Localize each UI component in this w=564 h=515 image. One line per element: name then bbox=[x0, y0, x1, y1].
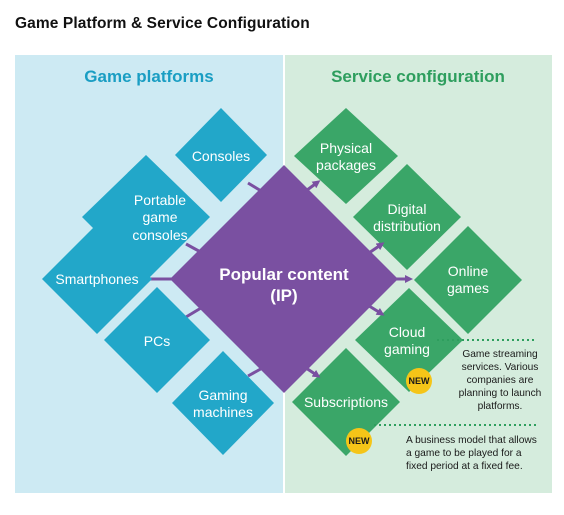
digital-label-2: distribution bbox=[373, 218, 441, 234]
subscriptions-new-badge-text: NEW bbox=[349, 436, 371, 446]
online-label-1: Online bbox=[448, 263, 489, 279]
digital-label-1: Digital bbox=[388, 201, 427, 217]
platform-diamonds bbox=[42, 108, 274, 455]
smartphones-label: Smartphones bbox=[55, 271, 138, 287]
portable-label-1: Portable bbox=[134, 192, 186, 208]
cloud-note: Game streaming services. Various compani… bbox=[459, 349, 542, 412]
physical-label-2: packages bbox=[316, 157, 376, 173]
smartphones-diamond[interactable] bbox=[42, 224, 152, 334]
center-label-line1: Popular content bbox=[219, 265, 349, 284]
svg-text:platforms.: platforms. bbox=[478, 401, 523, 412]
cloud-label-1: Cloud bbox=[389, 324, 426, 340]
svg-text:A business model that allows: A business model that allows bbox=[406, 435, 537, 446]
platforms-heading: Game platforms bbox=[84, 67, 213, 86]
svg-text:planning to launch: planning to launch bbox=[459, 388, 542, 399]
pcs-diamond[interactable] bbox=[104, 287, 210, 393]
consoles-diamond[interactable] bbox=[175, 108, 267, 202]
svg-text:a game to be played for a: a game to be played for a bbox=[406, 448, 522, 459]
gaming-machines-label-1: Gaming bbox=[198, 387, 247, 403]
online-label-2: games bbox=[447, 280, 489, 296]
portable-label-3: consoles bbox=[132, 227, 187, 243]
physical-label-1: Physical bbox=[320, 140, 372, 156]
cloud-new-badge-text: NEW bbox=[409, 376, 431, 386]
popular-content-diamond[interactable] bbox=[170, 165, 398, 393]
page-title: Game Platform & Service Configuration bbox=[15, 15, 310, 32]
consoles-label: Consoles bbox=[192, 148, 250, 164]
gaming-machines-diamond[interactable] bbox=[172, 351, 274, 455]
svg-text:companies are: companies are bbox=[467, 375, 534, 386]
portable-consoles-diamond[interactable] bbox=[82, 155, 210, 281]
services-heading: Service configuration bbox=[331, 67, 505, 86]
subscriptions-label: Subscriptions bbox=[304, 394, 388, 410]
svg-text:Game streaming: Game streaming bbox=[462, 349, 538, 360]
cloud-label-2: gaming bbox=[384, 341, 430, 357]
online-games-diamond[interactable] bbox=[414, 226, 522, 334]
svg-text:services. Various: services. Various bbox=[462, 362, 539, 373]
subscriptions-new-badge bbox=[346, 428, 372, 454]
cloud-new-badge bbox=[406, 368, 432, 394]
gaming-machines-label-2: machines bbox=[193, 404, 253, 420]
subscriptions-note: A business model that allows a game to b… bbox=[406, 435, 537, 472]
center-label-line2: (IP) bbox=[270, 286, 297, 305]
svg-text:fixed period at a fixed fee.: fixed period at a fixed fee. bbox=[406, 461, 523, 472]
physical-packages-diamond[interactable] bbox=[294, 108, 398, 204]
pcs-label: PCs bbox=[144, 333, 170, 349]
portable-label-2: game bbox=[142, 209, 177, 225]
